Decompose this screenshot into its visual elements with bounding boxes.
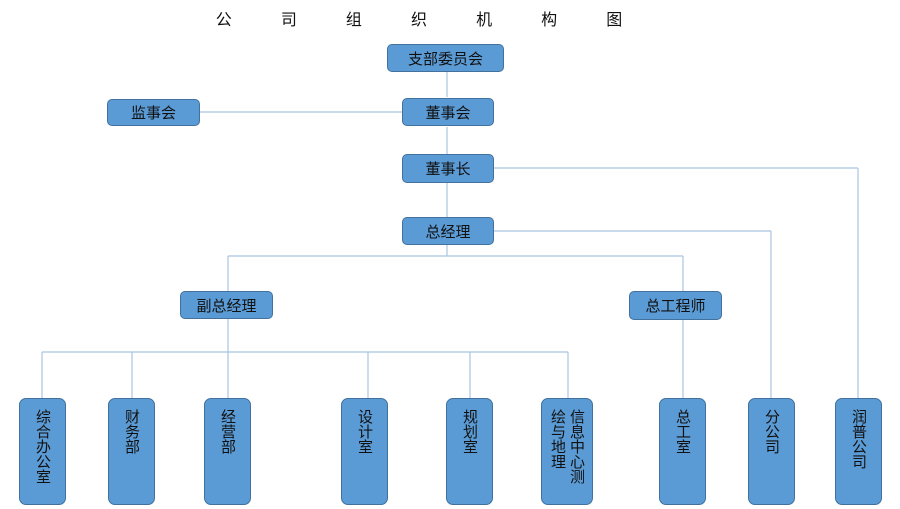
node-chief-engineer[interactable]: 总工程师 xyxy=(629,291,722,320)
node-board-of-directors[interactable]: 董事会 xyxy=(402,98,494,126)
node-operations[interactable]: 经营部 xyxy=(204,398,251,505)
node-label: 分公司 xyxy=(763,409,781,454)
node-label: 副总经理 xyxy=(196,296,257,315)
node-label: 总工程师 xyxy=(645,297,706,315)
node-label: 总经理 xyxy=(425,222,471,241)
node-branch-committee[interactable]: 支部委员会 xyxy=(387,44,504,72)
node-branch-company[interactable]: 分公司 xyxy=(748,398,795,505)
node-label: 规划室 xyxy=(461,409,479,454)
node-label: 董事长 xyxy=(425,160,471,178)
node-supervisory-board[interactable]: 监事会 xyxy=(107,99,200,126)
node-label: 润普公司 xyxy=(850,409,868,469)
node-label: 监事会 xyxy=(130,104,176,122)
node-label: 财务部 xyxy=(123,409,141,454)
node-deputy-gm[interactable]: 副总经理 xyxy=(180,291,273,319)
node-planning[interactable]: 规划室 xyxy=(446,398,493,505)
node-general-office[interactable]: 综合办公室 xyxy=(19,398,66,505)
node-chief-engineer-office[interactable]: 总工室 xyxy=(659,398,706,505)
node-runpu-company[interactable]: 润普公司 xyxy=(835,398,882,505)
node-label: 经营部 xyxy=(219,409,237,454)
node-survey-info-center[interactable]: 信息中心测绘与地理 xyxy=(541,398,593,505)
node-finance[interactable]: 财务部 xyxy=(108,398,155,505)
node-label: 综合办公室 xyxy=(34,409,52,484)
node-general-manager[interactable]: 总经理 xyxy=(402,217,494,245)
chart-title: 公 司 组 织 机 构 图 xyxy=(215,10,645,29)
node-label: 支部委员会 xyxy=(407,49,483,68)
node-label: 设计室 xyxy=(356,409,374,454)
node-chairman[interactable]: 董事长 xyxy=(402,154,494,183)
node-label: 信息中心测绘与地理 xyxy=(549,409,586,484)
node-label: 总工室 xyxy=(674,409,692,454)
node-label: 董事会 xyxy=(425,103,471,122)
node-design[interactable]: 设计室 xyxy=(341,398,388,505)
